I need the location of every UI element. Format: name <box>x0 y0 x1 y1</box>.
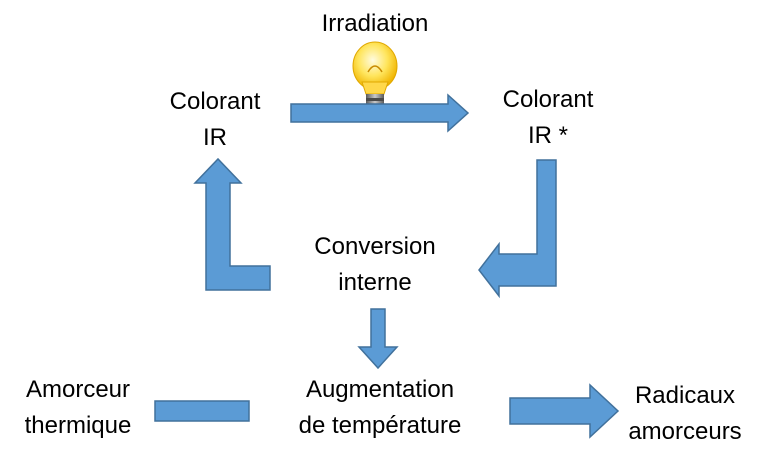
connector-thermal-initiator <box>154 400 250 422</box>
conversion-interne-line1: Conversion <box>314 233 436 260</box>
colorant-ir-excited-label: Colorant IR * <box>463 82 633 154</box>
radicaux-amorceurs-line2: amorceurs <box>628 418 742 445</box>
colorant-ir-line2: IR <box>203 124 227 151</box>
amorceur-thermique-label: Amorceur thermique <box>0 372 156 444</box>
arrow-to-radicals <box>509 383 620 439</box>
amorceur-thermique-line1: Amorceur <box>25 376 131 403</box>
conversion-interne-line2: interne <box>338 269 412 296</box>
irradiation-label: Irradiation <box>321 10 429 37</box>
colorant-ir-line1: Colorant <box>169 88 261 115</box>
amorceur-thermique-line2: thermique <box>24 412 132 439</box>
arrow-to-conversion <box>478 159 557 299</box>
conversion-interne-label: Conversion interne <box>280 229 470 301</box>
arrow-to-temperature <box>357 308 399 370</box>
light-bulb-icon <box>352 41 398 110</box>
augmentation-temperature-line2: de température <box>298 412 462 439</box>
colorant-ir-label: Colorant IR <box>130 84 300 156</box>
arrow-to-colorant <box>193 157 271 291</box>
radicaux-amorceurs-line1: Radicaux <box>634 382 736 409</box>
radicaux-amorceurs-label: Radicaux amorceurs <box>610 378 760 450</box>
augmentation-temperature-label: Augmentation de température <box>265 372 495 444</box>
colorant-ir-excited-line2: IR * <box>527 122 568 149</box>
colorant-ir-excited-line1: Colorant <box>502 86 594 113</box>
arrow-excitation <box>290 93 470 133</box>
augmentation-temperature-line1: Augmentation <box>305 376 455 403</box>
